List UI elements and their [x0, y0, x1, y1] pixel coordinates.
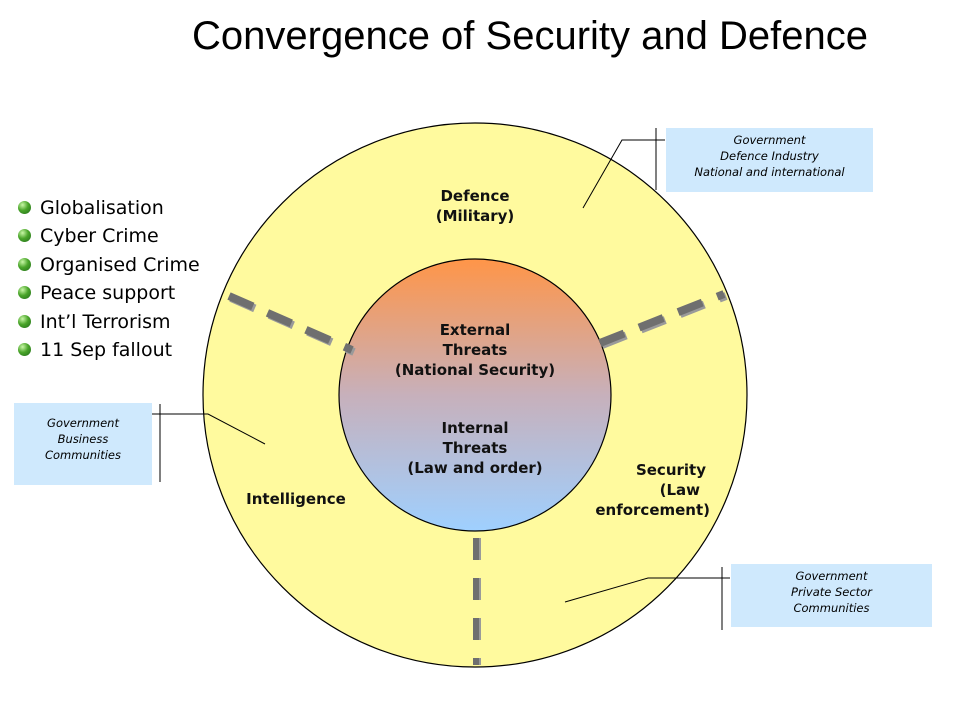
core-label-internal: Internal Threats (Law and order): [407, 419, 543, 477]
sector-label-intelligence: Intelligence: [246, 490, 346, 508]
list-item: Int’l Terrorism: [18, 308, 200, 336]
callout-line-defence: [582, 139, 665, 209]
bullet-icon: [18, 201, 31, 214]
list-item: Peace support: [18, 279, 200, 307]
dashed-divider-bottom: [473, 538, 481, 665]
note-business-communities: Government Business Communities: [14, 403, 152, 485]
page-title: Convergence of Security and Defence: [192, 14, 868, 58]
callout-line-private: [564, 577, 730, 603]
bullet-icon: [18, 229, 31, 243]
dashed-divider-right: [598, 290, 728, 349]
bullet-icon: [18, 286, 31, 300]
factor-list: Globalisation Cyber Crime Organised Crim…: [18, 194, 200, 364]
list-item: Globalisation: [18, 194, 200, 222]
note-defence-industry: Government Defence Industry National and…: [666, 128, 873, 192]
list-item: 11 Sep fallout: [18, 336, 200, 364]
bullet-icon: [18, 314, 31, 328]
sector-label-defence: Defence (Military): [435, 187, 515, 225]
list-item: Organised Crime: [18, 251, 200, 279]
note-private-sector: Government Private Sector Communities: [731, 564, 932, 627]
inner-circle: [338, 258, 612, 532]
bullet-icon: [18, 257, 31, 271]
sector-label-security: Security (Law enforcement): [595, 461, 710, 519]
bullet-icon: [18, 342, 31, 356]
list-item: Cyber Crime: [18, 222, 200, 250]
core-label-external: External Threats (National Security): [394, 321, 556, 379]
callout-line-business: [152, 413, 266, 445]
dashed-divider-left: [227, 292, 356, 356]
